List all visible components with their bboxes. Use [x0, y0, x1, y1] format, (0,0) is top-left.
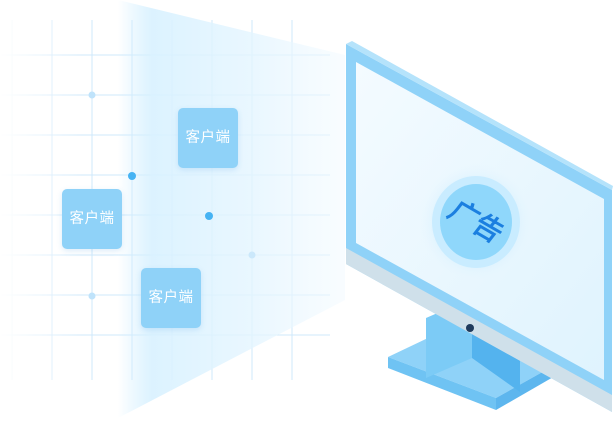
- camera-dot: [466, 324, 474, 332]
- client-tile-label: 客户端: [148, 290, 194, 306]
- client-tile: 客户端: [62, 189, 122, 249]
- client-tile: 客户端: [141, 268, 201, 328]
- grid-nodes: [88, 91, 256, 300]
- ad-badge: [418, 162, 534, 282]
- client-tile-label: 客户端: [69, 211, 115, 227]
- monitor-stand: [388, 298, 555, 410]
- client-tile: 客户端: [178, 108, 238, 168]
- client-tile-label: 客户端: [185, 130, 231, 146]
